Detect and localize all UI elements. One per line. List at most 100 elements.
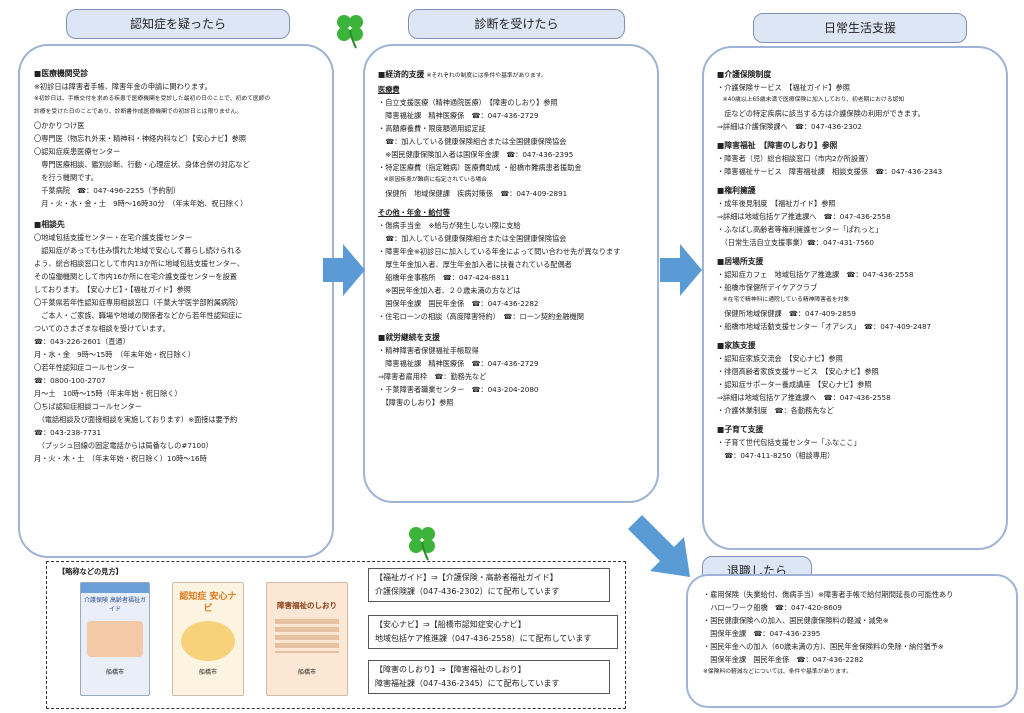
text-line: 〇専門医（物忘れ外来・精神科・神経内科など）【安心ナビ】参照 — [34, 134, 247, 143]
text-line: 〇千葉県若年性認知症専用相談窓口（千葉大学医学部附属病院） — [34, 298, 243, 307]
text-line: しております。 【安心ナビ】・【福祉ガイド】参照 — [34, 285, 191, 294]
text-line: ・自立支援医療（精神通院医療） 【障害のしおり】参照 — [378, 98, 558, 107]
work-lines: ・精神障害者保健福祉手帳取得 障害福祉課 精神医療係 ☎：047-436-272… — [378, 344, 620, 409]
booklet-footer: 船橋市 — [198, 669, 217, 676]
header-daily: 日常生活支援 — [753, 13, 967, 43]
booklet-title: 障害福祉のしおり — [277, 601, 337, 610]
text-line: ・傷病手当金 ※給与が発生しない際に支給 — [378, 221, 521, 230]
consult-lines: 〇地域包括支援センター・在宅介護支援センター 認知症があっても住み慣れた地域で安… — [34, 231, 270, 465]
section-econ: ■経済的支援 ※それぞれの制度には条件や基準があります。 医療費 ・自立支援医療… — [378, 68, 620, 409]
text-line: 月・火・水・金・土 9時～16時30分 （年末年始、祝日除く） — [34, 199, 248, 208]
text-line: ☎：043-226-2601（直通） — [34, 337, 130, 346]
clover-icon — [337, 15, 363, 49]
text-line: ・障害者（児）総合相談窓口（市内2か所設置） — [717, 154, 873, 163]
text-line: ※在宅で精神科に通院している精神障害者を対象 — [717, 297, 850, 303]
text-line: 〇ちば認知症相談コールセンター — [34, 402, 142, 411]
text-line: ・認知症サポーター養成講座 【安心ナビ】参照 — [717, 380, 872, 389]
subsection-title: その他・年金・給付等 — [378, 208, 450, 217]
text-line: 専門医療相談、鑑別診断、行動・心理症状、身体合併の対応など — [34, 160, 250, 169]
booklet-title: 介護保険 高齢者福祉ガイド — [84, 597, 146, 613]
text-line: ・精神障害者保健福祉手帳取得 — [378, 346, 479, 355]
text-line: 船橋年金事務所 ☎：047-424-8811 — [378, 273, 510, 282]
legend-box-shiori: 【障害のしおり】⇒【障害福祉のしおり】 障害福祉課（047-436-2345）に… — [368, 660, 610, 694]
text-line: ・徘徊高齢者家族支援サービス 【安心ナビ】参照 — [717, 367, 879, 376]
section-title: ■介護保険制度 — [717, 70, 772, 79]
text-line: 月・火・木・土 （年末年始・祝日除く）10時～16時 — [34, 454, 207, 463]
text-line: ⇒詳細は介護保険課へ ☎：047-436-2302 — [717, 122, 862, 131]
text-line: ※原因疾患が難病に指定されている場合 — [378, 177, 488, 183]
booklet-shougai-shiori: 障害福祉のしおり 船橋市 — [266, 582, 348, 696]
legend-box-fukushi: 【福祉ガイド】⇒【介護保険・高齢者福祉ガイド】 介護保険課（047-436-23… — [368, 568, 610, 602]
text-line: 〇かかりつけ医 — [34, 121, 85, 130]
panel-daily — [702, 46, 1008, 550]
text-line: 保健所 地域保健課 疾病対策係 ☎：047-409-2891 — [378, 189, 568, 198]
section-title: ■相談先 — [34, 220, 65, 229]
text-line: 障害福祉課 精神医療係 ☎：047-436-2729 — [378, 359, 539, 368]
text-line: （プッシュ回線の固定電話からは局番なしの#7100） — [34, 441, 213, 450]
text-line: を行う機関です。 — [34, 173, 98, 182]
section-retire: ・雇用保険（失業給付、傷病手当）※障害者手帳で給付期間延長の可能性あり ハローワ… — [703, 588, 953, 679]
text-line: ・介護休業制度 ☎：各勤務先など — [717, 406, 834, 415]
legend-box-anshin: 【安心ナビ】⇒【船橋市認知症安心ナビ】 地域包括ケア推進課（047-436-25… — [368, 615, 618, 649]
booklet-footer: 船橋市 — [105, 669, 124, 676]
text-line: ・雇用保険（失業給付、傷病手当）※障害者手帳で給付期間延長の可能性あり — [703, 590, 954, 599]
text-line: 【障害のしおり】参照 — [378, 398, 454, 407]
text-line: 認知症があっても住み慣れた地域で安心して暮らし続けられる — [34, 246, 242, 255]
text-line: ・船橋市地域活動支援センター「オアシス」 ☎：047-409-2487 — [717, 322, 932, 331]
arrow-right-icon — [660, 244, 702, 296]
header-suspect: 認知症を疑ったら — [66, 9, 290, 39]
text-line: 症などの特定疾病に該当する方は介護保険の利用ができます。 — [717, 109, 925, 118]
text-line: その協働機関として市内16か所に在宅介護支援センターを設置 — [34, 272, 237, 281]
text-line: ・高額療養費・限度額適用認定証 — [378, 124, 486, 133]
text-line: ・介護保険サービス 【福祉ガイド】参照 — [717, 83, 850, 92]
text-line: ・住宅ローンの相談（高度障害特約） ☎：ローン契約金融機関 — [378, 312, 584, 321]
text-line: 厚生年金加入者、厚生年金加入者に扶養されている配偶者 — [378, 260, 572, 269]
econ-lines: ・自立支援医療（精神通院医療） 【障害のしおり】参照 障害福祉課 精神医療係 ☎… — [378, 96, 620, 200]
section-title: ■家族支援 — [717, 341, 756, 350]
text-line: ※40歳以上65歳未満で医療保険に加入しており、初老期における認知 — [717, 97, 905, 103]
legend-line: 介護保険課（047-436-2302）にて配布しています — [375, 587, 560, 596]
legend-line: 【安心ナビ】⇒【船橋市認知症安心ナビ】 — [375, 620, 526, 629]
text-line: ・ふなばし高齢者等権利擁護センター「ぱれっと」 — [717, 225, 883, 234]
text-line: ※保険料の軽減などについては、条件や基準があります。 — [703, 669, 852, 675]
text-line: ⇒障害者雇用枠 ☎：勤務先など — [378, 372, 487, 381]
legend-line: 地域包括ケア推進課（047-436-2558）にて配布しています — [375, 634, 592, 643]
text-line: ※国民健康保険加入者は国保年金課 ☎：047-436-2395 — [378, 150, 574, 159]
text-line: ※初診日は、手帳交付を求める疾患で医療機関を受診した最初の日のことで、初めて医師… — [34, 96, 271, 102]
text-line: ・障害福祉サービス 障害福祉課 相談支援係 ☎：047-436-2343 — [717, 167, 943, 176]
arrow-down-right-icon — [628, 515, 690, 577]
text-line: ・成年後見制度 【福祉ガイド】参照 — [717, 199, 836, 208]
medical-lines: ※初診日は障害者手帳、障害年金の申請に関わります。 ※初診日は、手帳交付を求める疾… — [34, 80, 270, 210]
text-line: ※初診日は障害者手帳、障害年金の申請に関わります。 — [34, 82, 212, 91]
section-title: ■子育て支援 — [717, 425, 764, 434]
text-line: 保健所地域保健課 ☎：047-409-2859 — [717, 309, 856, 318]
booklet-title: 認知症 安心ナビ — [179, 592, 237, 614]
text-line: ・千葉障害者職業センター ☎：043-204-2080 — [378, 385, 539, 394]
other-lines: ・傷病手当金 ※給与が発生しない際に支給 ☎：加入している健康保険組合または全国… — [378, 219, 620, 323]
booklet-fukushi-guide: 介護保険 高齢者福祉ガイド 船橋市 — [80, 582, 150, 696]
text-line: 千葉病院 ☎：047-496-2255（予約制） — [34, 186, 181, 195]
note: ※それぞれの制度には条件や基準があります。 — [426, 73, 547, 79]
section-title: ■就労継続を支援 — [378, 333, 440, 342]
section-title: ■医療機関受診 — [34, 69, 89, 78]
legend-line: 障害福祉課（047-436-2345）にて配布しています — [375, 679, 560, 688]
panel-retire — [686, 574, 1018, 708]
text-line: ☎：加入している健康保険組合または全国健康保険協会 — [378, 137, 567, 146]
booklet-footer: 船橋市 — [297, 669, 316, 676]
text-line: ⇒詳細は地域包括ケア推進課へ ☎：047-436-2558 — [717, 212, 891, 221]
text-line: ☎：043-238-7731 — [34, 428, 102, 437]
text-line: ☎：加入している健康保険組合または全国健康保険協会 — [378, 234, 567, 243]
text-line: よう、総合相談窓口として市内13か所に地域包括支援センター、 — [34, 259, 245, 268]
text-line: 国保年金課 ☎：047-436-2395 — [703, 629, 821, 638]
booklet-anshin-navi: 認知症 安心ナビ 船橋市 — [172, 582, 244, 696]
legend-title: 【略称などの見方】 — [58, 567, 123, 576]
header-diagnosed: 診断を受けたら — [408, 9, 625, 39]
text-line: ・子育て世代包括支援センター「ふなここ」 — [717, 438, 861, 447]
section-title: ■権利擁護 — [717, 186, 756, 195]
text-line: （日常生活自立支援事業）☎：047-431-7560 — [717, 238, 874, 247]
text-line: ・認知症家族交流会 【安心ナビ】参照 — [717, 354, 843, 363]
text-line: ついてのさまざまな相談を受けています。 — [34, 324, 170, 333]
text-line: ・船橋市保健所デイケアクラブ — [717, 283, 818, 292]
text-line: 診療を受けた日のことであり、診断書作成医療機関での初診日とは限りません。 — [34, 109, 243, 115]
panel-suspect — [18, 44, 334, 558]
